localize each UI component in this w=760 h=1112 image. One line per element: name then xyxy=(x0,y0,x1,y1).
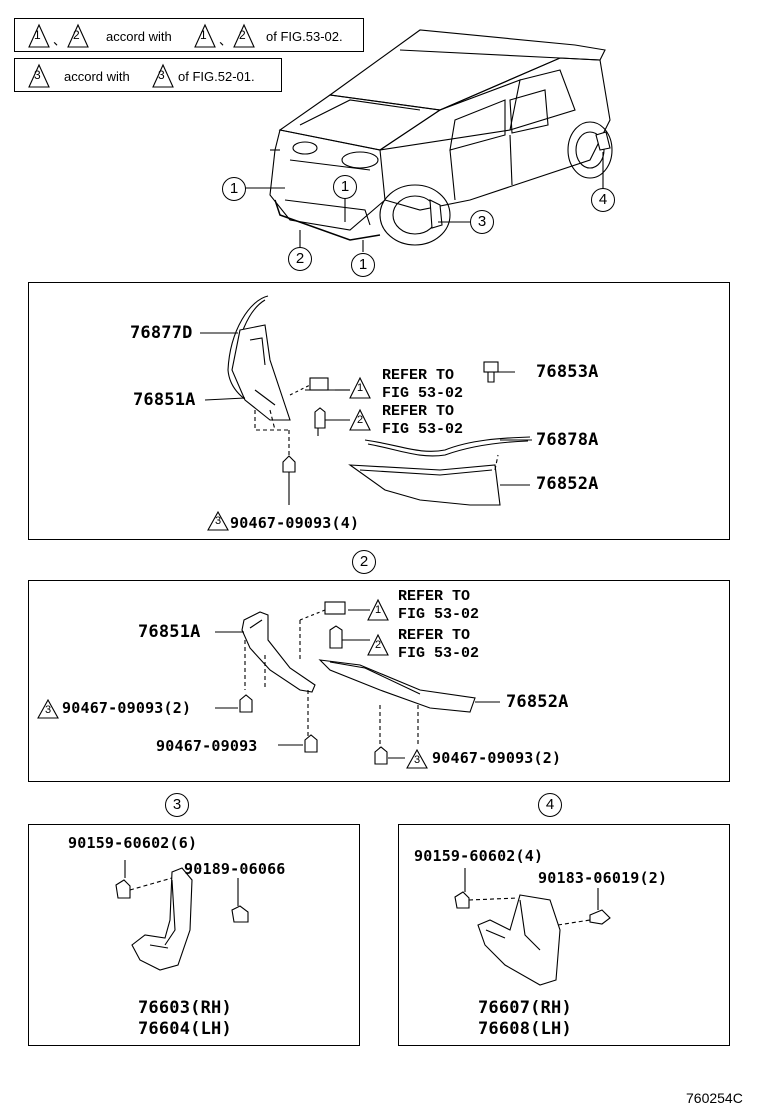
part-76877D: 76877D xyxy=(130,323,193,343)
panel-3-label: 3 xyxy=(165,793,189,817)
callout-4-rear: 4 xyxy=(591,188,615,212)
legend-mid-1: accord with xyxy=(106,29,172,44)
part-76603-RH: 76603(RH) xyxy=(138,998,232,1018)
legend-tri-1c: 1 xyxy=(200,28,207,42)
part-76851A-p2: 76851A xyxy=(138,622,201,642)
callout-2-bottom: 2 xyxy=(288,247,312,271)
screw-tri-3-a: 3 xyxy=(45,704,52,716)
part-90467-09093-2-c: 90467-09093(2) xyxy=(432,749,562,767)
part-76608-LH: 76608(LH) xyxy=(478,1019,572,1039)
ref-tri-1-p2: 1 xyxy=(375,604,382,616)
panel-2-label: 2 xyxy=(352,550,376,574)
legend-sep-1: 、 xyxy=(53,33,67,48)
part-76852A: 76852A xyxy=(536,474,599,494)
part-76607-RH: 76607(RH) xyxy=(478,998,572,1018)
panel-4-label: 4 xyxy=(538,793,562,817)
legend-sep-2: 、 xyxy=(219,33,233,48)
ref-tri-1: 1 xyxy=(357,382,364,394)
part-90183-06019-2: 90183-06019(2) xyxy=(538,869,668,887)
part-76851A: 76851A xyxy=(133,390,196,410)
part-76852A-p2: 76852A xyxy=(506,692,569,712)
ref-tri-2-p2: 2 xyxy=(375,639,382,651)
screw-tri-3-c: 3 xyxy=(414,754,421,766)
legend-row-2 xyxy=(14,58,282,92)
screw-tri-3: 3 xyxy=(215,515,222,527)
callout-1-center: 1 xyxy=(333,175,357,199)
panel-1-front-spoiler xyxy=(28,282,730,540)
part-90159-60602-4: 90159-60602(4) xyxy=(414,847,544,865)
part-76878A: 76878A xyxy=(536,430,599,450)
part-76604-LH: 76604(LH) xyxy=(138,1019,232,1039)
legend-tri-1d: 2 xyxy=(239,28,246,42)
legend-tri-1b: 2 xyxy=(73,28,80,42)
legend-tri-1a: 1 xyxy=(34,28,41,42)
part-90467-09093-2-a: 90467-09093(2) xyxy=(62,699,192,717)
part-90189-06066: 90189-06066 xyxy=(184,860,286,878)
legend-tri-2b: 3 xyxy=(158,68,165,82)
figure-id: 760254C xyxy=(686,1090,743,1106)
legend-tail-2: of FIG.52-01. xyxy=(178,69,255,84)
ref-tri-2: 2 xyxy=(357,414,364,426)
part-90467-09093-4: 90467-09093(4) xyxy=(230,514,360,532)
legend-tail-1: of FIG.53-02. xyxy=(266,29,343,44)
callout-1-bottom: 1 xyxy=(351,253,375,277)
legend-tri-2a: 3 xyxy=(34,68,41,82)
legend-mid-2: accord with xyxy=(64,69,130,84)
panel-3-front-mudflap xyxy=(28,824,360,1046)
part-90467-09093: 90467-09093 xyxy=(156,737,258,755)
callout-3-wheel: 3 xyxy=(470,210,494,234)
panel-4-rear-mudflap xyxy=(398,824,730,1046)
part-76853A: 76853A xyxy=(536,362,599,382)
callout-1-left: 1 xyxy=(222,177,246,201)
part-90159-60602-6: 90159-60602(6) xyxy=(68,834,198,852)
